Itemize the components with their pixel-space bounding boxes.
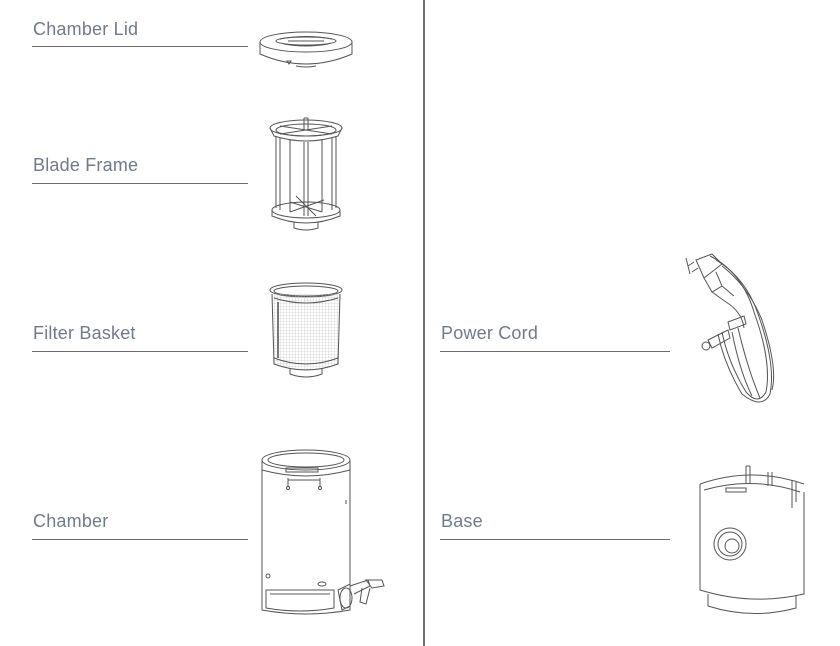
leader-line-filter-basket <box>32 351 248 352</box>
part-label-filter-basket: Filter Basket <box>33 323 136 343</box>
column-divider <box>423 0 425 646</box>
blade-frame-icon <box>266 116 346 232</box>
filter-basket-icon <box>268 282 344 380</box>
part-label-base: Base <box>441 511 483 531</box>
chamber-lid-icon <box>256 30 356 70</box>
leader-line-chamber <box>32 539 248 540</box>
part-label-chamber: Chamber <box>33 511 109 531</box>
leader-line-blade-frame <box>32 183 248 184</box>
part-label-blade-frame: Blade Frame <box>33 155 139 175</box>
power-cord-icon <box>682 252 782 408</box>
part-label-chamber-lid: Chamber Lid <box>33 19 139 39</box>
leader-line-base <box>440 539 670 540</box>
part-label-power-cord: Power Cord <box>441 323 539 343</box>
base-icon <box>696 462 808 620</box>
chamber-icon <box>258 446 394 618</box>
leader-line-chamber-lid <box>32 46 248 47</box>
leader-line-power-cord <box>440 351 670 352</box>
